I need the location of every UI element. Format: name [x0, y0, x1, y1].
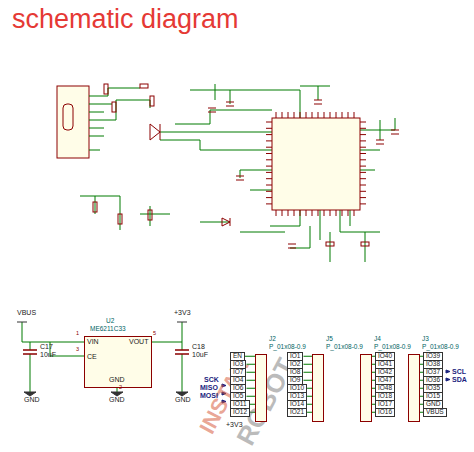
- part-ref: U2: [106, 318, 114, 325]
- mcu-pins: [266, 112, 366, 216]
- power-label: GND: [24, 396, 40, 403]
- ground-symbol: [24, 392, 188, 396]
- header-body: [408, 354, 420, 422]
- part-value: P_01x08-0.9: [374, 344, 411, 351]
- power-flag: [17, 322, 187, 323]
- pin-header: J5P_01x08-0.9: [312, 336, 352, 420]
- usb-connector: [57, 86, 89, 158]
- signal-name: MISO: [200, 384, 218, 391]
- power-label: 1: [76, 331, 79, 337]
- part-value: P_01x08-0.9: [422, 344, 459, 351]
- pin-name: CE: [87, 353, 97, 360]
- small-parts: [93, 84, 399, 248]
- wire: [22, 322, 182, 392]
- pin-name: VOUT: [129, 338, 148, 345]
- net-label: IO12: [230, 408, 250, 417]
- part-value: ME6211C33: [90, 326, 126, 333]
- regulator-chip: U2ME6211C33VIN CE GND VOUT: [84, 318, 150, 386]
- pin-name: VIN: [87, 338, 99, 345]
- net-label: IO16: [375, 408, 395, 417]
- net-label: VBUS: [423, 408, 447, 417]
- part-ref: J4: [374, 336, 381, 343]
- usb-port: [63, 104, 73, 130]
- wire: [80, 84, 395, 262]
- net-label: IO21: [287, 408, 307, 417]
- part-value: P_01x08-0.9: [326, 344, 363, 351]
- power-label: 10uF: [192, 351, 208, 358]
- power-label: 10uF: [40, 351, 56, 358]
- part-value: P_01x08-0.9: [269, 344, 306, 351]
- header-body: [312, 354, 324, 422]
- power-label: 3: [76, 347, 79, 353]
- mcu-chip: [272, 118, 360, 210]
- power-label: VBUS: [17, 309, 36, 316]
- power-label: 5: [153, 331, 156, 337]
- signal-name: SDA: [452, 376, 467, 383]
- power-label: GND: [175, 396, 191, 403]
- pin-name: GND: [109, 376, 125, 383]
- signal-name: SCK: [204, 376, 219, 383]
- page-title: schematic diagram: [12, 4, 239, 35]
- signal-name: SCL: [452, 368, 466, 375]
- header-body: [255, 354, 267, 422]
- power-label: GND: [109, 396, 125, 403]
- header-body: [360, 354, 372, 422]
- signal-name: MOSI: [200, 392, 218, 399]
- power-label: 2: [119, 385, 122, 391]
- part-ref: J5: [326, 336, 333, 343]
- power-label: +3V3: [226, 421, 243, 428]
- power-label: +3V3: [174, 309, 191, 316]
- power-label: C18: [192, 343, 205, 350]
- power-label: C17: [40, 343, 53, 350]
- part-ref: J3: [422, 336, 429, 343]
- part-ref: J2: [269, 336, 276, 343]
